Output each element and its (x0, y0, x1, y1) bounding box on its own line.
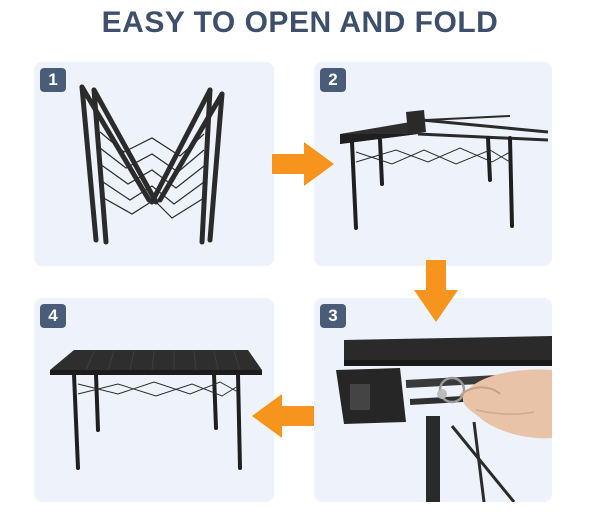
assembled-table-illustration (50, 350, 262, 470)
step-1-panel: 1 (34, 62, 274, 266)
page-title: EASY TO OPEN AND FOLD (101, 6, 499, 39)
step-badge-4: 4 (40, 304, 66, 328)
step-4-panel: 4 (34, 298, 274, 502)
arrow-down-icon (414, 260, 458, 322)
arrow-left-icon (252, 394, 314, 438)
step-badge-1: 1 (40, 68, 66, 92)
step-2-panel: 2 (314, 62, 552, 266)
step-3-panel: 3 (314, 298, 552, 502)
lock-pin-closeup-illustration (336, 336, 552, 502)
unroll-tabletop-illustration (340, 110, 549, 230)
step-badge-3: 3 (320, 304, 346, 328)
arrow-right-icon (272, 142, 334, 186)
step-badge-2: 2 (320, 68, 346, 92)
folded-frame-illustration (79, 84, 225, 245)
